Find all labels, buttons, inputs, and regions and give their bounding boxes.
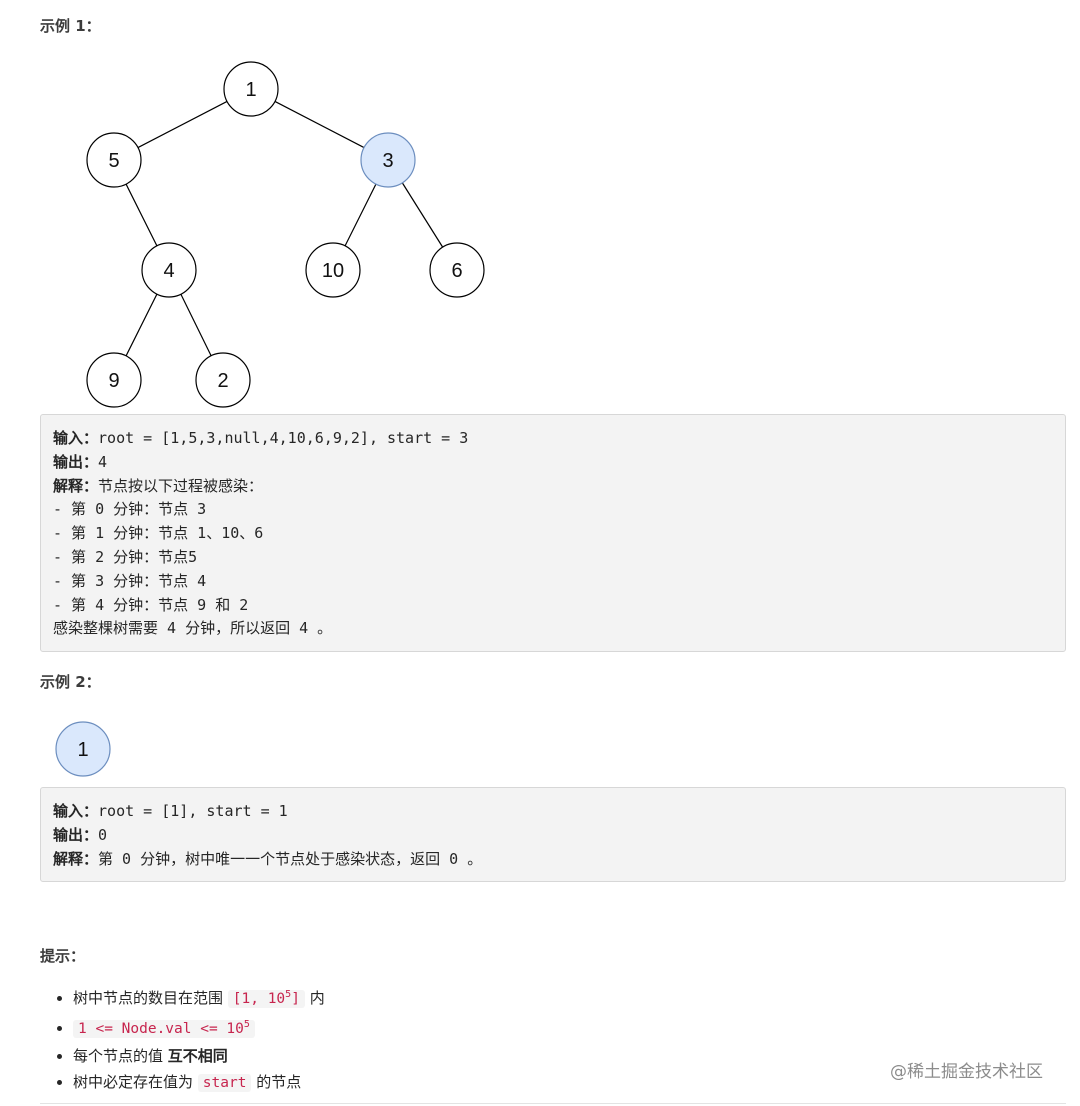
node-label: 1 [245,79,256,101]
input-value: root = [1], start = 1 [98,802,288,820]
node-label: 4 [163,260,174,282]
superscript: 5 [243,1019,250,1031]
node-label: 3 [382,150,393,172]
tree-node: 9 [86,352,142,408]
tips-list: 树中节点的数目在范围 [1, 105] 内 1 <= Node.val <= 1… [40,982,325,1097]
tip-start-exists: 树中必定存在值为 start 的节点 [73,1069,325,1097]
tree-node: 1 [223,61,279,117]
input-line: 输入：root = [1], start = 1 [53,800,1053,824]
tip-text: 的节点 [251,1073,302,1092]
tip-text: 内 [304,988,325,1007]
example-1-code-block: 输入：root = [1,5,3,null,4,10,6,9,2], start… [40,414,1066,653]
example-1-tree-diagram: 1 5 3 4 10 6 9 2 [86,61,485,408]
code-text: ] [291,990,300,1007]
node-circle [86,352,142,408]
superscript: 5 [285,989,292,1000]
tree-node: 3 [360,132,416,188]
tree-edge [401,182,444,248]
explain-line: 解释：节点按以下过程被感染： [53,475,1053,499]
output-line: 输出：4 [53,451,1053,475]
input-label: 输入： [53,429,99,447]
step-line: - 第 1 分钟：节点 1、10、6 [53,524,264,543]
explain-value: 第 0 分钟，树中唯一一个节点处于感染状态，返回 0 。 [98,849,483,868]
tree-edge [180,293,212,357]
output-value: 0 [98,825,108,844]
tips-heading: 提示： [40,947,86,965]
tip-code-range: [1, 105] [227,989,305,1008]
tree-node: 2 [195,352,251,408]
tip-bold: 互不相同 [167,1046,228,1065]
example-2-code-block: 输入：root = [1], start = 1 输出：0 解释：第 0 分钟，… [40,787,1066,883]
input-line: 输入：root = [1,5,3,null,4,10,6,9,2], start… [53,427,1053,451]
node-circle [305,242,361,298]
node-circle [223,61,279,117]
tip-node-count: 树中节点的数目在范围 [1, 105] 内 [73,982,325,1012]
node-circle [86,132,142,188]
explain-value: 节点按以下过程被感染： [98,476,264,495]
explain-label: 解释： [53,476,99,495]
node-label: 6 [451,260,462,282]
output-line: 输出：0 [53,824,1053,848]
bottom-divider [40,1103,1066,1104]
output-label: 输出： [53,452,99,471]
step-line: - 第 3 分钟：节点 4 [53,571,207,590]
tip-code-start: start [197,1074,252,1093]
tree-edge [125,183,158,247]
example-1-heading: 示例 1： [40,17,101,35]
tree-node: 10 [305,242,361,298]
node-circle [195,352,251,408]
tree-edge [125,293,158,357]
tip-unique: 每个节点的值 互不相同 [73,1043,325,1070]
tree-node: 6 [429,242,485,298]
code-text: 1 <= Node.val <= 10 [78,1021,244,1038]
example-2-heading: 示例 2： [40,673,101,691]
highlighted-node-circle [360,132,416,188]
node-label: 1 [77,739,88,761]
node-circle [429,242,485,298]
tip-node-val: 1 <= Node.val <= 105 [73,1012,325,1042]
output-label: 输出： [53,825,99,844]
watermark: @稀土掘金技术社区 [890,1062,1043,1082]
explain-line: 解释：第 0 分钟，树中唯一一个节点处于感染状态，返回 0 。 [53,848,1053,872]
step-line: - 第 0 分钟：节点 3 [53,500,207,519]
step-line: - 第 4 分钟：节点 9 和 2 [53,595,249,614]
tree-edge [137,100,228,149]
example-2-tree-diagram: 1 [55,721,111,777]
code-text: [1, 10 [232,990,286,1007]
highlighted-node-circle [55,721,111,777]
node-label: 5 [108,150,119,172]
conclusion-line: 感染整棵树需要 4 分钟，所以返回 4 。 [53,619,333,638]
tree-edge [274,100,365,149]
node-label: 9 [108,370,119,392]
input-label: 输入： [53,802,99,820]
tree-edge [344,183,377,247]
tree-node: 5 [86,132,142,188]
node-label: 10 [322,260,344,282]
tip-text: 树中必定存在值为 [73,1073,198,1092]
tree-node: 4 [141,242,197,298]
input-value: root = [1,5,3,null,4,10,6,9,2], start = … [98,429,469,447]
tip-text: 树中节点的数目在范围 [73,988,228,1007]
tip-code-val: 1 <= Node.val <= 105 [73,1019,255,1039]
explain-label: 解释： [53,849,99,868]
output-value: 4 [98,452,108,471]
node-circle [141,242,197,298]
step-line: - 第 2 分钟：节点5 [53,547,198,566]
tip-text: 每个节点的值 [73,1046,168,1065]
tree-node: 1 [55,721,111,777]
node-label: 2 [217,370,228,392]
